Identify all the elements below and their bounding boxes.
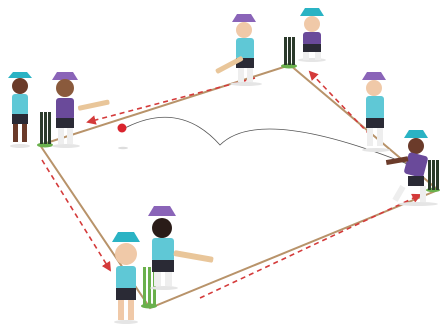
- run-arrow-right: [310, 72, 370, 135]
- wicketkeeper-bottom: [112, 232, 140, 324]
- teal-hat-icon: [112, 232, 140, 242]
- teal-hat-icon: [8, 72, 32, 78]
- wicket-left: [37, 112, 53, 148]
- fielder-top-right: [298, 8, 326, 62]
- wicket-top: [281, 37, 297, 69]
- purple-hat-icon: [52, 72, 78, 80]
- wicket-right: [426, 160, 440, 192]
- teal-hat-icon: [300, 8, 324, 16]
- purple-hat-icon: [232, 14, 256, 22]
- wicketkeeper-left: [8, 72, 32, 148]
- teal-hat-icon: [404, 130, 428, 138]
- run-arrow-left: [42, 160, 110, 270]
- batter-bottom: [148, 206, 214, 290]
- fielder-right: [362, 72, 390, 152]
- bat-icon: [78, 99, 110, 111]
- ball-shadow: [118, 147, 128, 149]
- batter-left: [52, 72, 110, 148]
- ball-icon: [118, 124, 127, 133]
- purple-hat-icon: [362, 72, 386, 80]
- purple-hat-icon: [148, 206, 176, 216]
- bat-icon: [173, 250, 213, 263]
